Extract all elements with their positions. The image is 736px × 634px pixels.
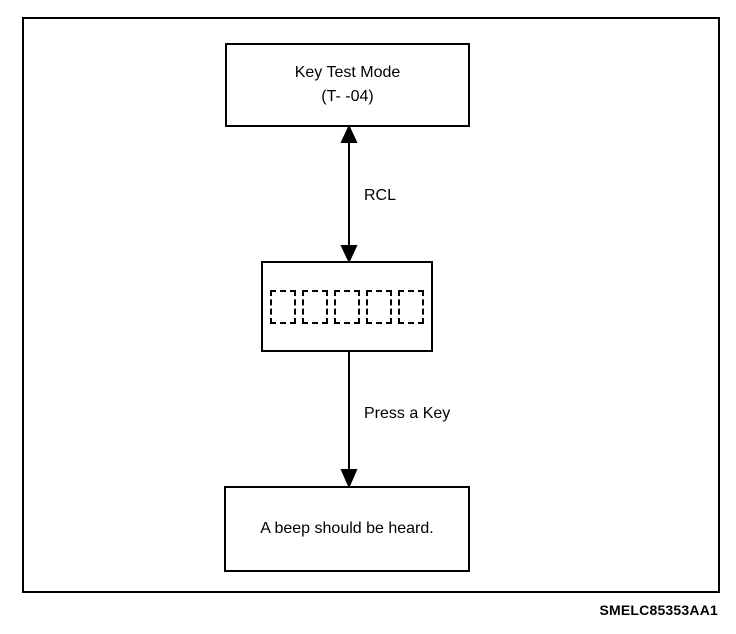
rcl-label: RCL — [364, 187, 397, 204]
display-box — [261, 261, 433, 352]
press-key-arrowhead-down — [340, 469, 358, 489]
diagram-frame — [22, 17, 720, 593]
segment-digit — [302, 289, 328, 324]
beep-result-box: A beep should be heard. — [224, 486, 470, 572]
rcl-arrowhead-down — [340, 245, 358, 264]
segment-digit — [398, 289, 424, 324]
figure-code: SMELC85353AA1 — [599, 602, 718, 618]
press-a-key-label: Press a Key — [364, 405, 451, 422]
key-test-mode-box: Key Test Mode (T- -04) — [225, 43, 470, 127]
beep-result-text: A beep should be heard. — [260, 520, 434, 537]
key-test-mode-title: Key Test Mode — [294, 64, 401, 81]
rcl-arrowhead-up — [340, 124, 358, 143]
segment-digit — [366, 289, 392, 324]
segment-digit — [334, 289, 360, 324]
key-test-mode-code: (T- -04) — [321, 88, 374, 105]
segment-display — [270, 289, 424, 324]
segment-digit — [270, 289, 296, 324]
